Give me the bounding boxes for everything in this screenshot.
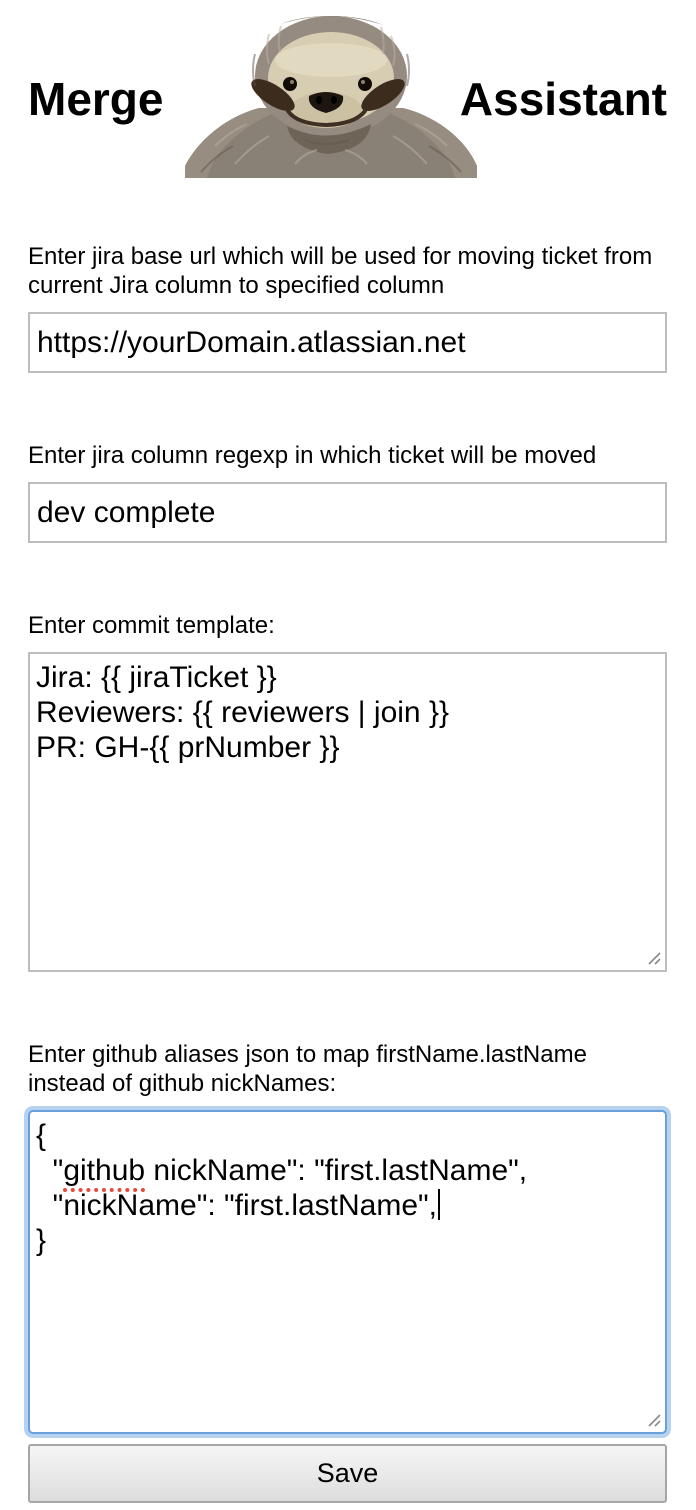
sloth-logo — [185, 14, 477, 178]
editor-line: } — [36, 1223, 659, 1258]
resize-handle-icon[interactable] — [645, 1411, 662, 1428]
jira-base-url-label: Enter jira base url which will be used f… — [28, 243, 653, 299]
app-title-right: Assistant — [459, 73, 667, 125]
commit-template-label: Enter commit template: — [28, 612, 275, 639]
editor-text: "nickName": "first.lastName", — [36, 1189, 438, 1222]
github-aliases-label: Enter github aliases json to map firstNa… — [28, 1041, 587, 1097]
field-group-jira-base-url: Enter jira base url which will be used f… — [28, 242, 667, 373]
app-title-left: Merge — [28, 73, 164, 125]
editor-line: { — [36, 1118, 659, 1153]
text-cursor — [438, 1189, 441, 1220]
editor-text: } — [36, 1224, 47, 1257]
editor-text: { — [36, 1119, 47, 1152]
editor-line: "github nickName": "first.lastName", — [36, 1153, 659, 1192]
save-button[interactable]: Save — [28, 1444, 667, 1503]
field-group-commit-template: Enter commit template: Jira: {{ jiraTick… — [28, 611, 667, 972]
editor-text: " — [36, 1154, 64, 1187]
field-group-jira-column-regexp: Enter jira column regexp in which ticket… — [28, 441, 667, 543]
resize-handle-icon[interactable] — [645, 949, 662, 966]
github-aliases-wrap: { "github nickName": "first.lastName", "… — [28, 1110, 667, 1434]
jira-column-regexp-label: Enter jira column regexp in which ticket… — [28, 442, 597, 469]
commit-template-wrap: Jira: {{ jiraTicket }} Reviewers: {{ rev… — [28, 652, 667, 972]
editor-text: nickName": "first.lastName", — [145, 1154, 528, 1187]
misspelled-word: github — [63, 1154, 146, 1192]
jira-base-url-input[interactable] — [28, 312, 667, 373]
field-group-github-aliases: Enter github aliases json to map firstNa… — [28, 1040, 667, 1434]
jira-column-regexp-input[interactable] — [28, 482, 667, 543]
commit-template-textarea[interactable]: Jira: {{ jiraTicket }} Reviewers: {{ rev… — [28, 652, 667, 972]
editor-line: "nickName": "first.lastName", — [36, 1188, 659, 1223]
github-aliases-editor[interactable]: { "github nickName": "first.lastName", "… — [28, 1110, 667, 1434]
header: Merge — [28, 14, 667, 184]
